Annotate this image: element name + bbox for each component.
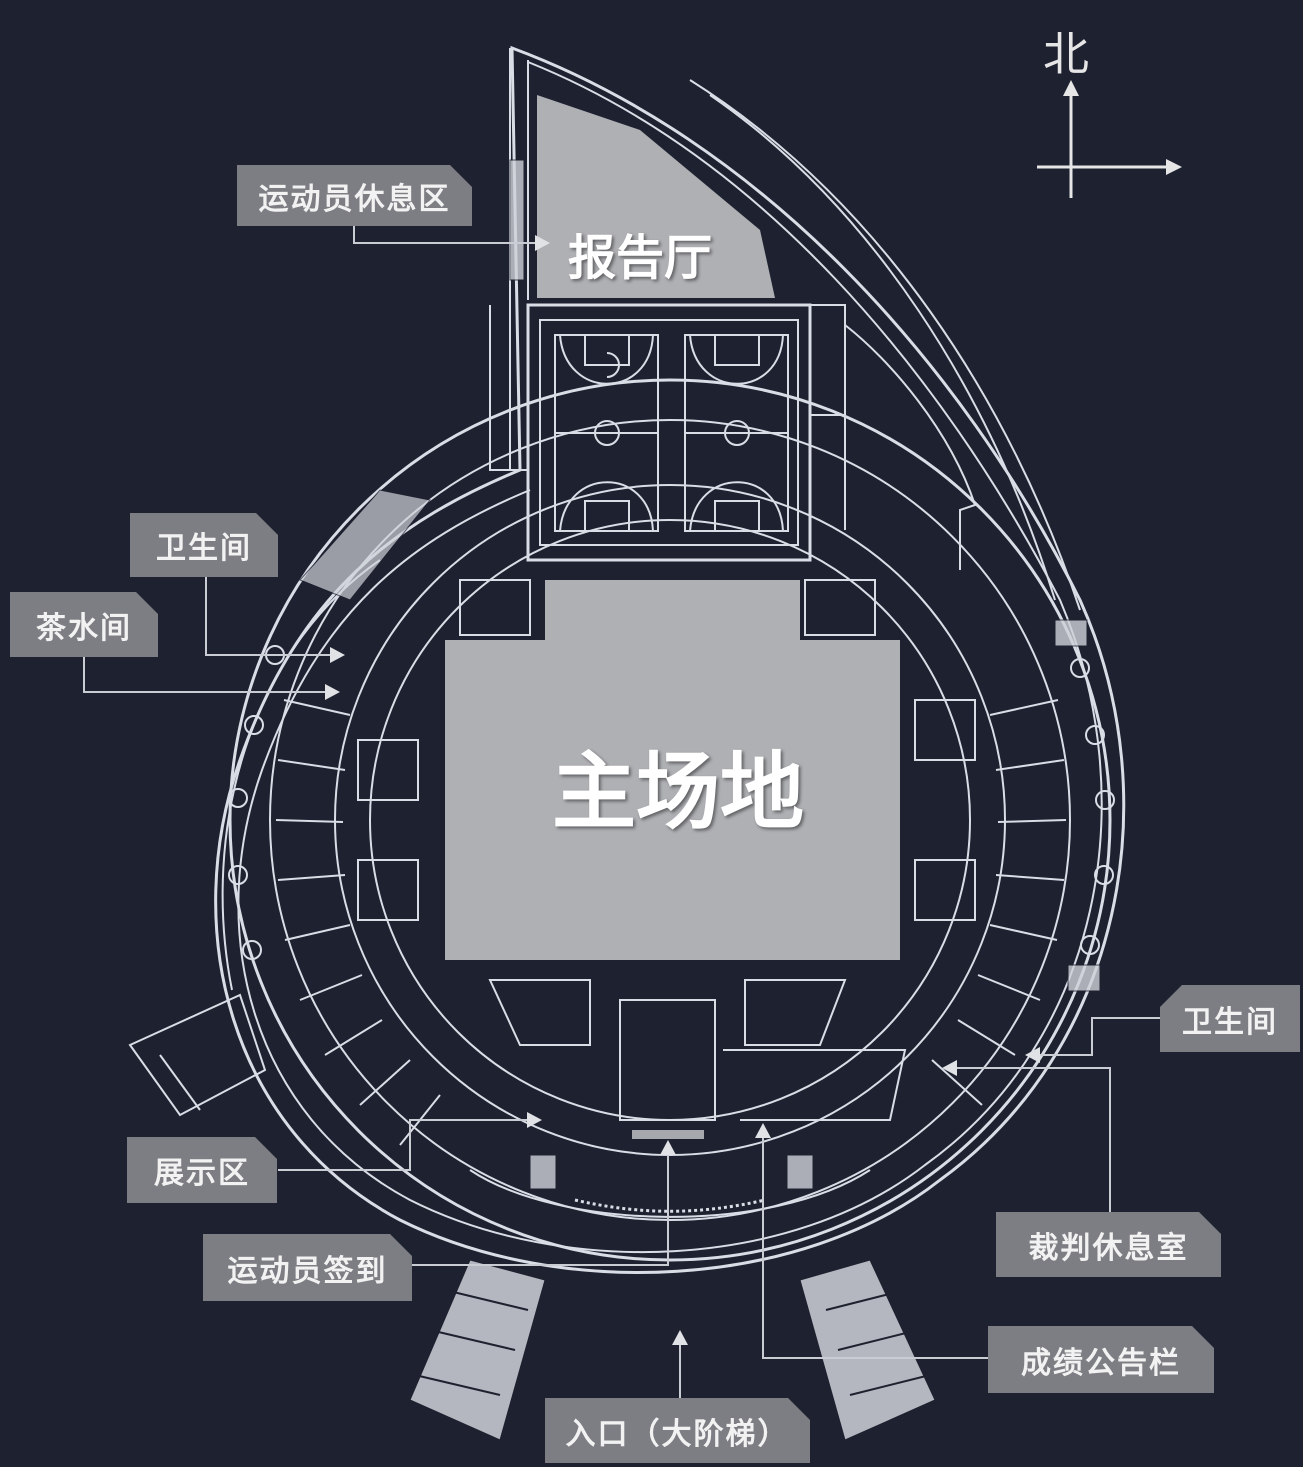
east-corridor-inner	[709, 94, 1056, 601]
entrance-tag: 入口（大阶梯）	[545, 1398, 810, 1463]
main-arena-area	[445, 580, 900, 960]
athlete-lounge-tag: 运动员休息区	[237, 165, 472, 226]
exhibition-tag: 展示区	[127, 1137, 277, 1203]
main-arena-label: 主场地	[552, 743, 805, 841]
basketball-courts	[526, 303, 812, 562]
leader-lines	[83, 224, 1163, 1398]
referee-lounge-tag: 裁判休息室	[996, 1212, 1221, 1277]
north-indicator: 北	[1043, 27, 1089, 81]
outer-wall	[214, 45, 1126, 1274]
lecture-hall-area	[537, 95, 775, 298]
building-ring-outer	[228, 378, 1112, 1262]
lecture-hall-label: 报告厅	[568, 230, 713, 286]
stairs-group	[299, 159, 1101, 1441]
scoreboard-tag: 成绩公告栏	[988, 1326, 1214, 1393]
ring-outer	[221, 559, 381, 991]
compass	[1037, 80, 1182, 198]
building-ring-2	[269, 419, 1071, 1221]
athlete-checkin-tag: 运动员签到	[203, 1234, 412, 1301]
east-corridor-outer	[689, 79, 1081, 611]
restroom-west-tag: 卫生间	[130, 513, 278, 577]
tea-room-tag: 茶水间	[10, 592, 158, 657]
leader-arrowheads	[325, 235, 1040, 1345]
restroom-east-tag: 卫生间	[1160, 985, 1300, 1052]
outer-wall-inner	[237, 61, 1103, 1253]
